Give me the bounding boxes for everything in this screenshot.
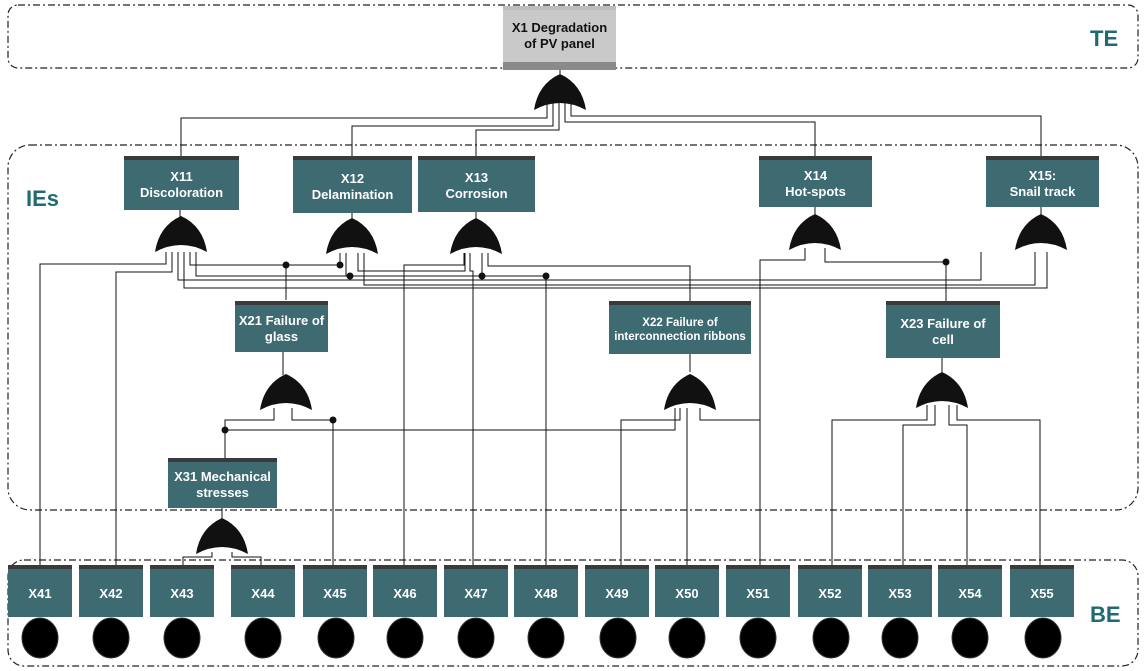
event-x15-line1: X15: xyxy=(1028,167,1057,183)
event-x14-line1: X14 xyxy=(803,167,828,183)
event-x22[interactable]: X22 Failure of interconnection ribbons xyxy=(609,301,751,354)
basic-event-x42[interactable]: X42 xyxy=(79,565,143,617)
top-event-line1: X1 Degradation xyxy=(511,20,608,35)
event-x31[interactable]: X31 Mechanical stresses xyxy=(168,458,277,508)
basic-event-x54[interactable]: X54 xyxy=(938,565,1002,617)
basic-event-x50[interactable]: X50 xyxy=(655,565,719,617)
basic-event-x48[interactable]: X48 xyxy=(514,565,578,617)
event-x22-line2: interconnection ribbons xyxy=(614,330,746,343)
or-gate-x15 xyxy=(1015,214,1067,250)
basic-event-x51[interactable]: X51 xyxy=(726,565,790,617)
basic-event-x49[interactable]: X49 xyxy=(585,565,649,617)
te-label: TE xyxy=(1090,26,1119,51)
top-event-x1[interactable]: X1 Degradation of PV panel xyxy=(503,6,616,70)
ies-zone xyxy=(7,144,1139,511)
event-x23-line1: X23 Failure of xyxy=(900,315,986,331)
event-x13[interactable]: X13 Corrosion xyxy=(418,156,535,212)
basic-event-x46[interactable]: X46 xyxy=(373,565,437,617)
event-x14-line2: Hot-spots xyxy=(785,183,846,199)
event-x12-line2: Delamination xyxy=(311,186,394,202)
event-x13-line1: X13 xyxy=(464,170,489,185)
be-label: BE xyxy=(1090,602,1121,627)
ies-label: IEs xyxy=(26,186,60,211)
event-x31-line2: stresses xyxy=(196,485,249,500)
basic-event-x44[interactable]: X44 xyxy=(231,565,295,617)
basic-event-x53[interactable]: X53 xyxy=(868,565,932,617)
or-gate-x13 xyxy=(450,218,502,254)
event-x22-line1: X22 Failure of xyxy=(642,316,718,329)
event-x15-line2: Snail track xyxy=(1009,183,1076,199)
event-x21[interactable]: X21 Failure of glass xyxy=(235,301,328,352)
event-x23[interactable]: X23 Failure of cell xyxy=(886,301,1000,358)
or-gate-x14 xyxy=(789,214,841,250)
or-gate-x11 xyxy=(155,216,207,252)
event-x11-line1: X11 xyxy=(170,169,193,184)
event-x12-line1: X12 xyxy=(340,170,365,186)
basic-event-x55[interactable]: X55 xyxy=(1010,565,1074,617)
or-gate-x12 xyxy=(326,218,378,254)
event-x31-line1: X31 Mechanical xyxy=(174,469,271,484)
te-zone xyxy=(7,4,1139,69)
or-gate-x31 xyxy=(196,518,248,554)
event-x13-line2: Corrosion xyxy=(445,186,508,201)
or-gate-x1 xyxy=(534,74,586,110)
top-event-line2: of PV panel xyxy=(524,36,595,51)
junction-dots xyxy=(221,258,950,434)
event-x21-line1: X21 Failure of xyxy=(238,312,325,328)
event-x21-line2: glass xyxy=(264,328,299,344)
event-x11-line2: Discoloration xyxy=(139,185,224,200)
basic-event-x52[interactable]: X52 xyxy=(798,565,862,617)
event-x12[interactable]: X12 Delamination xyxy=(293,156,412,213)
event-x14[interactable]: X14 Hot-spots xyxy=(759,156,872,207)
or-gate-x22 xyxy=(664,374,716,410)
basic-event-x45[interactable]: X45 xyxy=(303,565,367,617)
or-gate-x23 xyxy=(916,372,968,408)
event-x15[interactable]: X15: Snail track xyxy=(986,156,1099,207)
basic-event-x43[interactable]: X43 xyxy=(150,565,214,617)
connector-lines xyxy=(39,68,1048,568)
basic-event-circles xyxy=(21,617,1062,659)
basic-event-x41[interactable]: X41 xyxy=(8,565,72,617)
event-x11[interactable]: X11 Discoloration xyxy=(124,156,239,210)
event-x23-line2: cell xyxy=(932,331,954,347)
basic-event-x47[interactable]: X47 xyxy=(444,565,508,617)
or-gate-x21 xyxy=(260,374,312,410)
